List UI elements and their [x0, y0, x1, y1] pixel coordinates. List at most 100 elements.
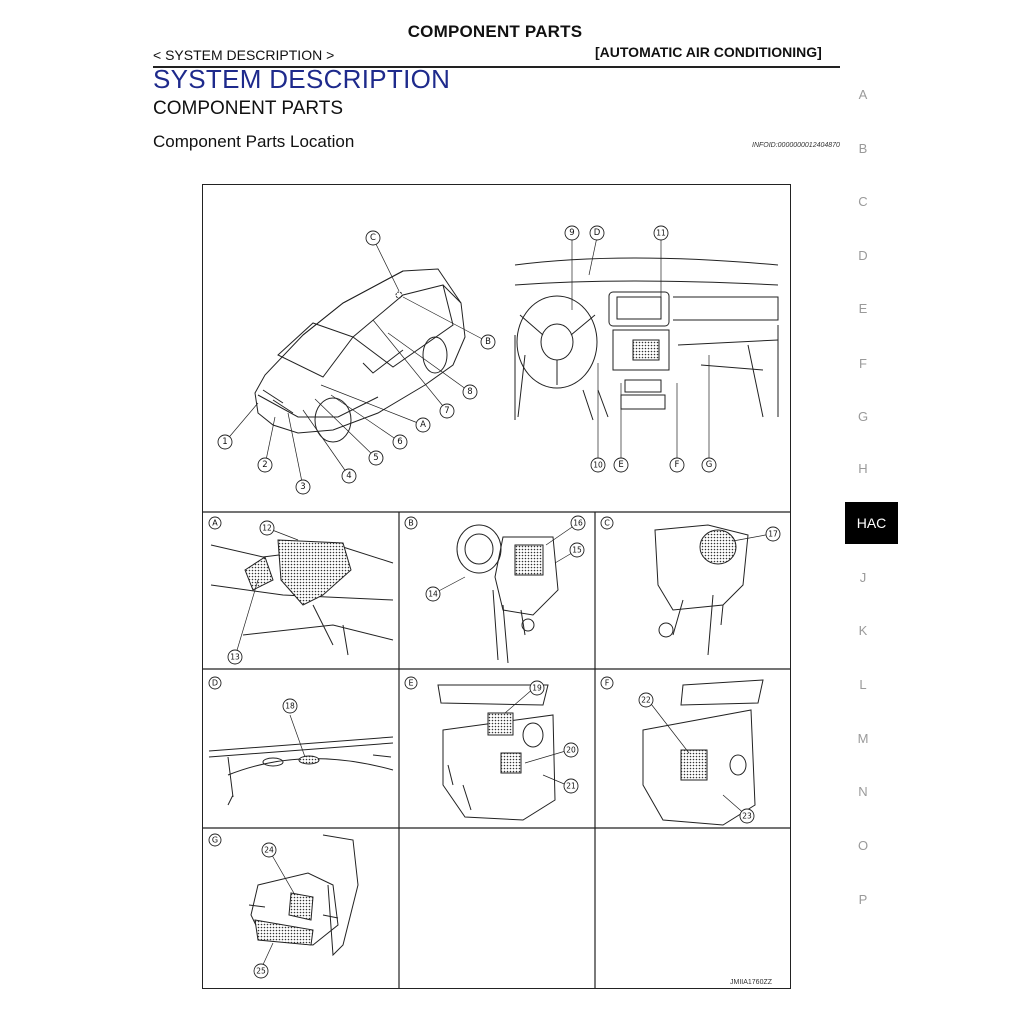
callout-marker: [589, 225, 605, 241]
sidebar-letter-e[interactable]: E: [858, 301, 868, 316]
callout-marker: [739, 808, 755, 824]
callout-marker: [259, 520, 275, 536]
callout-marker: [341, 468, 357, 484]
callout-marker: [217, 434, 233, 450]
callout-f-ref: F: [675, 460, 680, 470]
callout-12: 12: [262, 524, 272, 533]
callout-marker: [439, 403, 455, 419]
callout-24: 24: [264, 846, 274, 855]
component-location-figure: 1 2 3 4 5 6 7 8 A B C 9 D 11 10 E F G A …: [202, 184, 791, 989]
sidebar-letter-j[interactable]: J: [859, 570, 867, 585]
callout-marker: [425, 586, 441, 602]
callout-a-ref: A: [420, 420, 426, 430]
section-title: Component Parts Location: [153, 132, 355, 151]
callout-marker: [669, 457, 685, 473]
callout-marker: [415, 417, 431, 433]
callout-marker: [600, 676, 614, 690]
sidebar-letter-f[interactable]: F: [859, 356, 867, 371]
callout-marker: [701, 457, 717, 473]
callout-marker: [208, 676, 222, 690]
callout-marker: [570, 515, 586, 531]
callout-marker: [261, 842, 277, 858]
callout-2: 2: [262, 460, 267, 470]
callout-marker: [253, 963, 269, 979]
callout-marker: [564, 225, 580, 241]
sidebar-letter-g[interactable]: G: [857, 409, 869, 424]
callout-21: 21: [566, 782, 576, 791]
callout-10: 10: [593, 461, 603, 470]
callout-18: 18: [285, 702, 295, 711]
sidebar-letter-b[interactable]: B: [858, 141, 868, 156]
callout-marker: [638, 692, 654, 708]
callout-25: 25: [256, 967, 266, 976]
callout-marker: [480, 334, 496, 350]
callout-d-ref: D: [594, 228, 601, 238]
sidebar-letter-n[interactable]: N: [858, 784, 868, 799]
sidebar-letter-p[interactable]: P: [858, 892, 868, 907]
breadcrumb: < SYSTEM DESCRIPTION >: [153, 47, 335, 63]
panel-label-c: C: [604, 519, 610, 528]
callout-23: 23: [742, 812, 752, 821]
callout-marker: [529, 680, 545, 696]
panel-label-f: F: [605, 679, 610, 688]
callout-marker: [613, 457, 629, 473]
panel-label-e: E: [408, 679, 413, 688]
sidebar-letter-o[interactable]: O: [857, 838, 869, 853]
callout-marker: [208, 516, 222, 530]
page-heading: SYSTEM DESCRIPTION: [153, 64, 451, 94]
callout-marker: [282, 698, 298, 714]
header-divider: [153, 66, 840, 68]
callout-marker: [257, 457, 273, 473]
callout-9: 9: [569, 228, 574, 238]
callout-marker: [569, 542, 585, 558]
figure-code: JMIIA1760ZZ: [730, 979, 773, 986]
callout-22: 22: [641, 696, 651, 705]
callout-8: 8: [467, 387, 472, 397]
sidebar-letter-c[interactable]: C: [858, 194, 868, 209]
callout-marker: [404, 516, 418, 530]
section-label: [AUTOMATIC AIR CONDITIONING]: [595, 44, 822, 60]
callout-marker: [653, 225, 669, 241]
callout-b-ref: B: [485, 337, 491, 347]
callout-marker: [563, 778, 579, 794]
callout-marker: [295, 479, 311, 495]
callout-20: 20: [566, 746, 576, 755]
callout-3: 3: [300, 482, 305, 492]
sidebar-letter-h[interactable]: H: [858, 461, 868, 476]
figure-drawing: 1 2 3 4 5 6 7 8 A B C 9 D 11 10 E F G A …: [203, 225, 790, 988]
info-id: INFOID:0000000012404870: [752, 142, 840, 149]
panel-label-g: G: [212, 836, 218, 845]
page-subheading: COMPONENT PARTS: [153, 98, 344, 119]
callout-marker: [365, 230, 381, 246]
callout-e-ref: E: [618, 460, 623, 470]
callout-13: 13: [230, 653, 240, 662]
callout-marker: [227, 649, 243, 665]
callout-4: 4: [346, 471, 351, 481]
panel-label-a: A: [212, 519, 218, 528]
sidebar-letter-a[interactable]: A: [858, 87, 868, 102]
callout-7: 7: [444, 406, 449, 416]
sidebar-letter-m[interactable]: M: [857, 731, 869, 746]
callout-15: 15: [572, 546, 582, 555]
callout-14: 14: [428, 590, 438, 599]
sidebar-letter-k[interactable]: K: [858, 623, 868, 638]
panel-label-d: D: [212, 679, 218, 688]
sidebar-active-tab[interactable]: HAC: [845, 502, 898, 544]
callout-19: 19: [532, 684, 542, 693]
callout-marker: [765, 526, 781, 542]
callout-6: 6: [397, 437, 402, 447]
callout-marker: [392, 434, 408, 450]
sidebar-letter-l[interactable]: L: [859, 677, 867, 692]
callout-marker: [590, 457, 606, 473]
callout-marker: [368, 450, 384, 466]
callout-marker: [208, 833, 222, 847]
callout-marker: [563, 742, 579, 758]
callout-marker: [600, 516, 614, 530]
callout-5: 5: [373, 453, 378, 463]
page-header-title: COMPONENT PARTS: [407, 22, 583, 41]
callout-g-ref: G: [706, 460, 713, 470]
panel-label-b: B: [408, 519, 414, 528]
sidebar-letter-d[interactable]: D: [858, 248, 868, 263]
callout-17: 17: [768, 530, 778, 539]
callout-c-ref: C: [370, 233, 376, 243]
